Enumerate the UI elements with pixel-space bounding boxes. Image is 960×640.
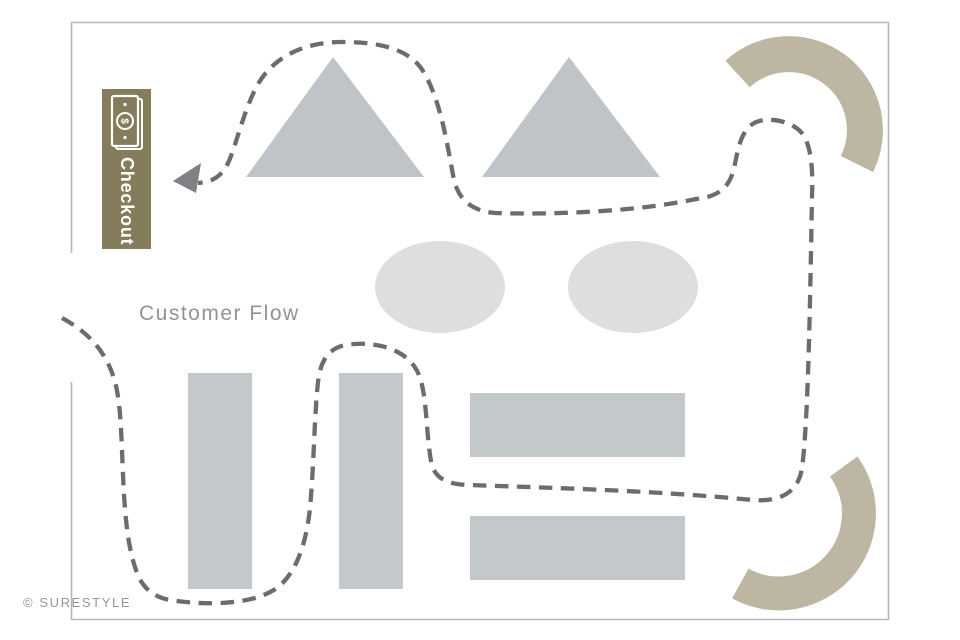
copyright-brand: © SURESTYLE — [23, 595, 132, 610]
fixtures — [188, 36, 883, 611]
money-icon-coin-circle — [116, 112, 134, 130]
vertical-rack-2 — [339, 373, 403, 589]
curved-fixture-arc-top-right — [725, 36, 883, 173]
display-oval-2 — [568, 241, 698, 333]
horizontal-shelf-1 — [470, 393, 685, 457]
floor-border — [70, 21, 890, 621]
customer-flow-path — [60, 39, 815, 606]
checkout-sign: $ Checkout — [102, 89, 151, 249]
money-icon-front-bill — [110, 94, 140, 148]
money-icon: $ — [110, 94, 143, 150]
arrowhead-icon — [173, 163, 201, 193]
display-oval-1 — [375, 241, 505, 333]
money-icon-dollar: $ — [118, 118, 129, 124]
vertical-rack-1 — [188, 373, 252, 589]
display-triangle-2 — [482, 57, 660, 177]
money-icon-dot-left — [123, 102, 127, 107]
customer-flow-label: Customer Flow — [139, 302, 300, 325]
curved-fixture-arc-bottom-right — [732, 456, 876, 611]
checkout-label: Checkout — [117, 157, 137, 245]
money-icon-dot-right — [123, 135, 127, 140]
display-triangle-1 — [246, 57, 424, 177]
horizontal-shelf-2 — [470, 516, 685, 580]
